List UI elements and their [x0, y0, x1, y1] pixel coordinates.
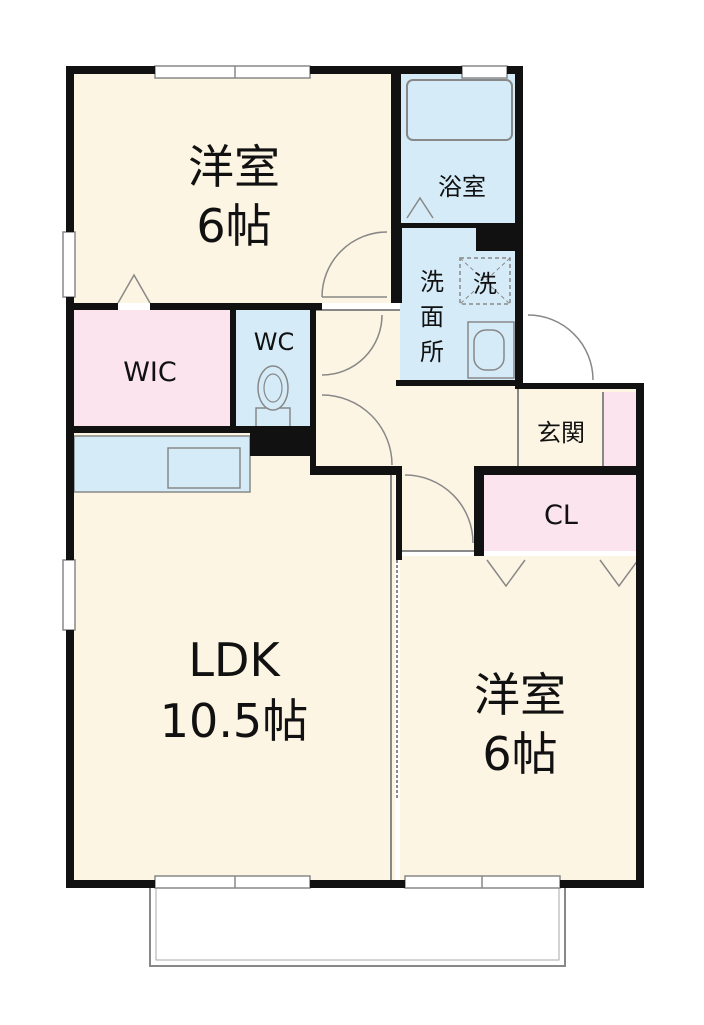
washer-label: 洗	[473, 270, 497, 298]
wc-label: WC	[254, 328, 295, 356]
western-room-bottom-size: 6帖	[482, 727, 557, 781]
washer-space	[459, 257, 511, 305]
svg-text:洗: 洗	[420, 268, 444, 296]
svg-text:面: 面	[420, 303, 444, 331]
svg-text:所: 所	[420, 338, 444, 366]
kitchen-counter	[73, 435, 251, 493]
closet	[482, 473, 640, 551]
wic-label: WIC	[123, 357, 177, 388]
thin-partitions	[312, 309, 604, 882]
ldk-size: 10.5帖	[160, 694, 308, 748]
bathtub	[406, 79, 513, 141]
entrance-label: 玄関	[537, 419, 585, 447]
western-room-bottom	[400, 556, 640, 882]
walls	[66, 66, 644, 888]
washroom-label: 洗 面 所	[420, 268, 444, 366]
closet-label: CL	[544, 500, 578, 531]
door-swings	[117, 196, 639, 588]
entrance-storage	[603, 392, 636, 466]
ldk-name: LDK	[188, 633, 281, 687]
ldk-room	[70, 432, 395, 882]
western-room-top-size: 6帖	[196, 199, 271, 253]
western-room-top	[70, 73, 395, 303]
wash-basin	[467, 321, 515, 379]
western-room-top-name: 洋室	[188, 140, 280, 194]
bathroom-label: 浴室	[438, 173, 486, 201]
windows	[62, 65, 561, 889]
toilet	[255, 365, 291, 429]
balcony	[149, 883, 566, 967]
western-room-bottom-name: 洋室	[474, 668, 566, 722]
walk-in-closet	[70, 310, 230, 428]
